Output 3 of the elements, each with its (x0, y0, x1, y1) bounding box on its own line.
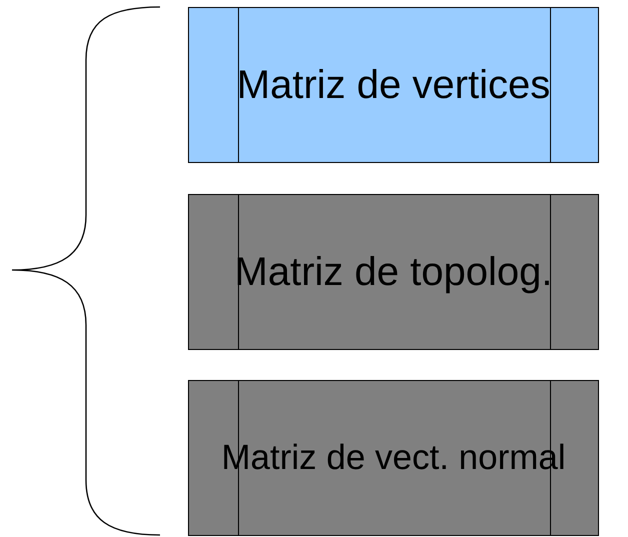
process-box (188, 194, 599, 350)
box-label: Matriz de vertices (236, 63, 550, 107)
process-box (188, 7, 599, 163)
